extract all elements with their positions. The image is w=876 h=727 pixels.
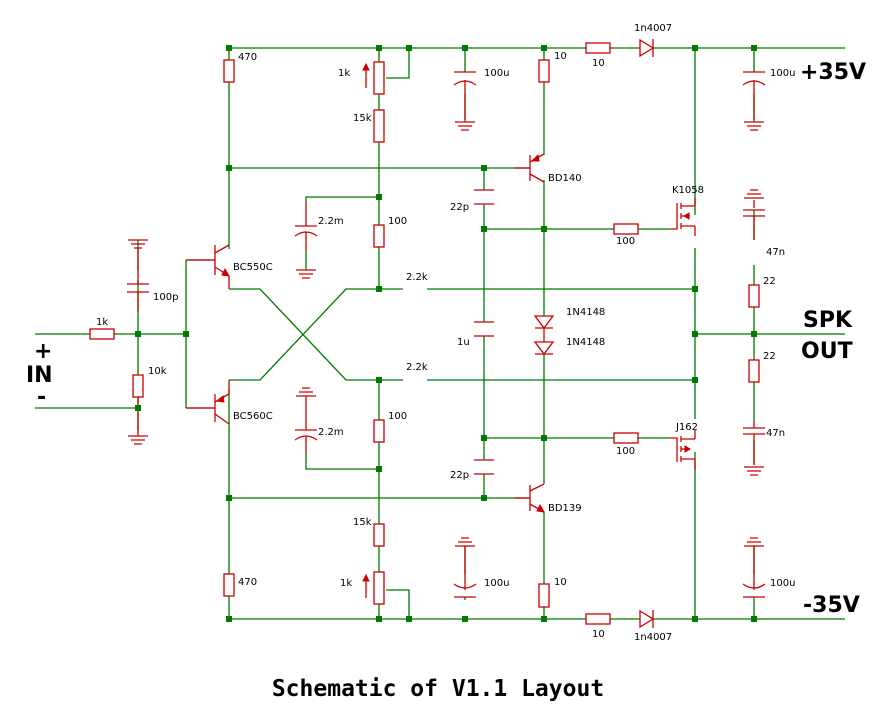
io-labels: +35V -35V SPK OUT + IN -: [26, 60, 866, 618]
capacitor-47n-top: [743, 189, 765, 240]
resistor-1k-input: [89, 328, 115, 340]
resistor-22-top: [748, 284, 760, 308]
junctions: [135, 45, 757, 622]
wires: [35, 47, 845, 620]
label-c-47n-top: 47n: [766, 247, 785, 258]
label-d-1n4148-a: 1N4148: [566, 307, 605, 318]
label-r-22-bottom: 22: [763, 351, 776, 362]
label-c-100u-top: 100u: [484, 68, 509, 79]
label-c-100u-bottom-right: 100u: [770, 578, 795, 589]
transistor-bd139: [514, 483, 545, 513]
label-r-100-top: 100: [388, 216, 407, 227]
diode-1n4007-bottom: [639, 609, 655, 629]
label-r-15k-top: 15k: [353, 113, 372, 124]
potentiometer-1k-bottom: [373, 571, 385, 605]
label-pot-1k-top: 1k: [338, 68, 350, 79]
diode-1n4148-a: [533, 315, 555, 342]
resistor-10-top: [538, 59, 550, 83]
label-c-2m2-top: 2.2m: [318, 216, 344, 227]
label-c-100u-top-right: 100u: [770, 68, 795, 79]
label-c-100p: 100p: [153, 292, 178, 303]
label-mos-j162: J162: [675, 422, 698, 433]
label-r-10-series-top: 10: [592, 58, 605, 69]
label-r-2k2-top: 2.2k: [406, 272, 428, 283]
resistor-15k-top: [373, 109, 385, 143]
label-input-minus: -: [37, 385, 46, 410]
resistor-470-top: [223, 59, 235, 83]
transistor-bc560c: [186, 380, 230, 425]
resistor-100-top: [373, 224, 385, 248]
diode-1n4007-top: [639, 38, 655, 58]
label-c-100u-bottom: 100u: [484, 578, 509, 589]
label-c-47n-bottom: 47n: [766, 428, 785, 439]
label-r-2k2-bottom: 2.2k: [406, 362, 428, 373]
label-r-10-bottom: 10: [554, 577, 567, 588]
resistor-100-bottom: [373, 419, 385, 443]
label-r-10-series-bottom: 10: [592, 629, 605, 640]
capacitor-22p-top: [474, 189, 494, 205]
label-d-1n4007-bottom: 1n4007: [634, 632, 672, 643]
resistor-10-series-bottom: [585, 613, 611, 625]
label-r-10-top: 10: [554, 51, 567, 62]
label-q-bc550c: BC550C: [233, 262, 273, 273]
label-output-spk: SPK: [803, 308, 853, 333]
resistor-15k-bottom: [373, 523, 385, 547]
label-c-2m2-bottom: 2.2m: [318, 427, 344, 438]
capacitor-2m2-top: [294, 202, 318, 279]
transistor-bd140: [514, 153, 545, 183]
label-r-470-bottom: 470: [238, 577, 257, 588]
label-positive-rail: +35V: [800, 60, 866, 85]
resistor-10-series-top: [585, 42, 611, 54]
label-mos-k1058: K1058: [672, 185, 704, 196]
resistor-470-bottom: [223, 573, 235, 597]
components: [89, 38, 766, 629]
capacitor-47n-bottom: [743, 420, 765, 476]
label-c-1u: 1u: [457, 337, 470, 348]
capacitor-100u-bottom: [453, 537, 477, 598]
label-r-1k-input: 1k: [96, 317, 108, 328]
label-r-gate-top: 100: [616, 236, 635, 247]
mosfet-j162: [670, 430, 696, 470]
resistor-10-bottom: [538, 583, 550, 608]
diode-1n4148-b: [533, 341, 555, 356]
transistor-bc550c: [186, 244, 230, 289]
label-d-1n4148-b: 1N4148: [566, 337, 605, 348]
capacitor-100u-top-right: [742, 71, 766, 131]
capacitor-2m2-bottom: [294, 387, 318, 454]
label-q-bd139: BD139: [548, 503, 582, 514]
resistor-gate-100-top: [613, 223, 639, 235]
label-input-plus: +: [34, 339, 52, 364]
component-labels: 470 470 1k 1k 15k 15k 100 100 100u 100u …: [96, 23, 795, 643]
label-q-bc560c: BC560C: [233, 411, 273, 422]
mosfet-k1058: [670, 198, 696, 236]
label-output-out: OUT: [801, 339, 853, 364]
label-q-bd140: BD140: [548, 173, 582, 184]
capacitor-100u-top: [453, 71, 477, 131]
label-r-15k-bottom: 15k: [353, 517, 372, 528]
schematic-title: Schematic of V1.1 Layout: [272, 676, 604, 702]
label-pot-1k-bottom: 1k: [340, 578, 352, 589]
label-c-22p-bottom: 22p: [450, 470, 469, 481]
ground-input-icon: [128, 397, 148, 445]
resistor-10k-input: [132, 374, 144, 398]
label-r-gate-bottom: 100: [616, 446, 635, 457]
capacitor-22p-bottom: [474, 459, 494, 475]
resistor-gate-100-bottom: [613, 432, 639, 444]
capacitor-1u: [474, 321, 494, 337]
capacitor-100u-bottom-right: [742, 537, 766, 598]
label-r-100-bottom: 100: [388, 411, 407, 422]
label-negative-rail: -35V: [803, 593, 860, 618]
resistor-22-bottom: [748, 359, 760, 383]
label-c-22p-top: 22p: [450, 202, 469, 213]
label-r-10k-input: 10k: [148, 366, 167, 377]
label-r-22-top: 22: [763, 276, 776, 287]
capacitor-100p: [127, 239, 149, 312]
potentiometer-1k-top: [373, 61, 385, 95]
label-input-in: IN: [26, 363, 53, 388]
label-r-470-top: 470: [238, 52, 257, 63]
label-d-1n4007-top: 1n4007: [634, 23, 672, 34]
